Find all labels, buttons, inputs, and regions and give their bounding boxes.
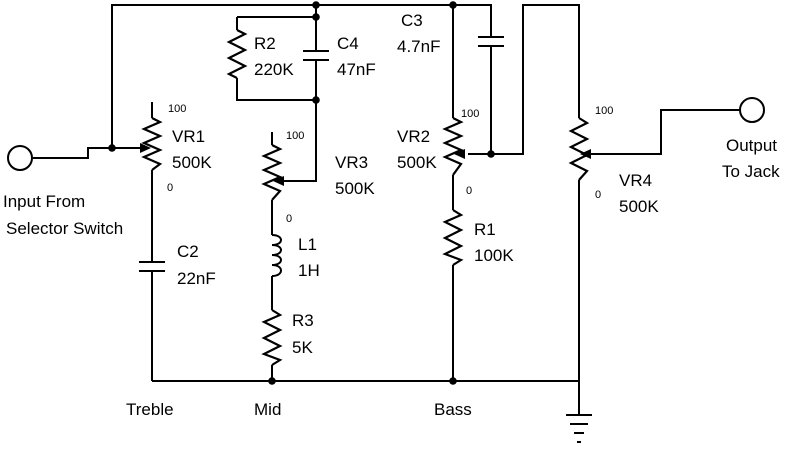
treble-label: Treble: [126, 400, 174, 419]
r2-resistor: [226, 29, 248, 79]
input-label-line2: Selector Switch: [6, 219, 123, 238]
l1-value: 1H: [298, 261, 320, 280]
junction-dot: [487, 150, 495, 158]
output-terminal: [739, 97, 765, 123]
junction-dot: [449, 377, 457, 385]
vr4-max: 100: [595, 105, 613, 117]
junction-dot: [268, 377, 276, 385]
wires: [33, 4, 740, 415]
c2-ref: C2: [177, 242, 199, 261]
l1-inductor: [271, 234, 282, 277]
vr4-value: 500K: [619, 197, 659, 216]
vr1-ref: VR1: [172, 127, 205, 146]
r1-resistor: [442, 209, 464, 266]
vr3-min: 0: [286, 213, 292, 225]
vr1-max: 100: [168, 103, 186, 115]
input-label-line1: Input From: [3, 192, 85, 211]
c4-ref: C4: [337, 34, 359, 53]
vr2-resistor: [442, 117, 464, 176]
vr2-wiper-arrow: [454, 149, 465, 159]
wire-to-vr3-wiper: [288, 100, 317, 182]
c4-value: 47nF: [337, 60, 376, 79]
c3-ref: C3: [401, 11, 423, 30]
r2-value: 220K: [254, 60, 294, 79]
r3-value: 5K: [292, 338, 313, 357]
mid-label: Mid: [254, 400, 281, 419]
vr4-wiper-arrow: [580, 149, 591, 159]
ground-symbol: [566, 414, 592, 443]
pot-wipers: [140, 143, 591, 186]
output-label-line1: Output: [726, 136, 777, 155]
wire-r2c4-top-bus: [237, 16, 317, 42]
capacitors: [139, 28, 504, 272]
vr4-ref: VR4: [619, 171, 652, 190]
vr1-min: 0: [167, 182, 173, 194]
vr2-min: 0: [466, 185, 472, 197]
wire-r2c4-bottom-bus: [236, 78, 316, 101]
wire-output: [591, 109, 740, 155]
junction-dot: [312, 13, 320, 21]
vr2-ref: VR2: [397, 127, 430, 146]
vr3-value: 500K: [335, 179, 375, 198]
junction-dots: [108, 1, 495, 385]
vr1-value: 500K: [172, 153, 212, 172]
junction-dot: [312, 96, 320, 104]
vr4-min: 0: [595, 189, 601, 201]
l1-ref: L1: [298, 235, 317, 254]
r3-resistor: [261, 309, 283, 366]
r1-ref: R1: [474, 220, 496, 239]
vr3-max: 100: [286, 130, 304, 142]
c2-value: 22nF: [177, 269, 216, 288]
wire-c3-to-vr2-wiper: [468, 46, 492, 155]
output-label-line2: To Jack: [722, 162, 780, 181]
bass-label: Bass: [434, 400, 472, 419]
vr1-wiper-arrow: [140, 143, 151, 153]
c3-value: 4.7nF: [397, 37, 440, 56]
r3-ref: R3: [292, 311, 314, 330]
vr1-resistor: [141, 117, 163, 171]
junction-dot: [449, 1, 457, 9]
junction-dot: [108, 144, 116, 152]
vr4-resistor: [568, 117, 590, 181]
vr3-resistor: [261, 144, 283, 201]
vr3-ref: VR3: [335, 153, 368, 172]
wire-top-rail: [111, 4, 492, 148]
vr2-max: 100: [461, 108, 479, 120]
junction-dot: [312, 1, 320, 9]
input-terminal: [7, 145, 33, 171]
wire-vr2-wiper-to-vr4: [491, 4, 580, 155]
resistor-zigzags: [141, 29, 590, 366]
wire-input: [33, 147, 112, 159]
r1-value: 100K: [474, 246, 514, 265]
vr2-value: 500K: [397, 153, 437, 172]
vr3-wiper-arrow: [273, 176, 284, 186]
r2-ref: R2: [254, 34, 276, 53]
